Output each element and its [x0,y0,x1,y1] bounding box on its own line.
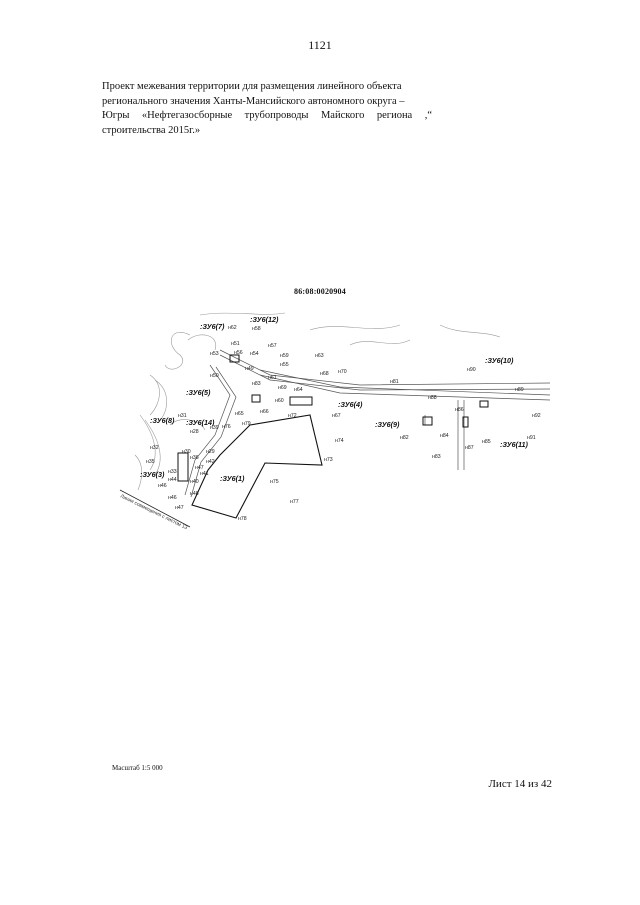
point-label: н82 [400,435,409,441]
point-label: н30 [182,449,191,455]
point-label: н83 [432,454,441,460]
point-label: н77 [290,499,299,505]
point-label: н67 [332,413,341,419]
point-label: н56 [234,350,243,356]
sheet-number: Лист 14 из 42 [488,778,552,790]
title-line-3: Югры «Нефтегазосборные трубопроводы Майс… [102,110,432,121]
point-label: н55 [280,362,289,368]
point-label: н70 [338,369,347,375]
point-label: н79 [242,421,251,427]
point-label: н85 [482,439,491,445]
plot-label: :ЗУ6(9) [375,420,400,429]
point-label: н46 [158,483,167,489]
point-label: н59 [280,353,289,359]
point-label: н81 [390,379,399,385]
document-title: Проект межевания территории для размещен… [102,80,432,138]
point-label: н87 [465,445,474,451]
point-label: н66 [260,409,269,415]
point-label: н39 [210,425,219,431]
point-label: н84 [440,433,449,439]
point-label: н83 [252,381,261,387]
point-label: н90 [467,367,476,373]
point-label: н42 [206,459,215,465]
point-label: н40 [190,479,199,485]
point-label: н78 [238,516,247,522]
point-label: н63 [315,353,324,359]
point-label: н58 [252,326,261,332]
parcel-zu6-1 [191,414,323,519]
point-label: н48 [190,491,199,497]
point-label: н49 [245,366,254,372]
point-label: н73 [324,457,333,463]
plot-label: :ЗУ6(12) [250,315,279,324]
plot-label: :ЗУ6(10) [485,356,514,365]
point-label: н65 [235,411,244,417]
point-label: н60 [275,398,284,404]
plot-label: :ЗУ6(7) [200,322,225,331]
point-label: н47 [195,465,204,471]
plot-label: :ЗУ6(8) [150,416,175,425]
terrain-contours [134,312,501,491]
scale-label: Масштаб 1:5 000 [112,764,163,772]
match-line-label: Линия совмещения с листом 13 [119,493,188,531]
point-label: н35 [146,459,155,465]
cadastral-number: 86:08:0020904 [294,287,346,296]
plot-label: :ЗУ6(11) [500,440,528,449]
point-label: н76 [222,424,231,430]
point-label: н41 [200,471,209,477]
point-label: н31 [178,413,187,419]
title-line-2: регионального значения Ханты-Мансийского… [102,95,405,107]
point-label: н44 [168,477,177,483]
point-label: н61 [268,375,277,381]
point-label: н57 [268,343,277,349]
point-label: н75 [270,479,279,485]
plot-label: :ЗУ6(5) [186,388,211,397]
point-label: н36 [190,455,199,461]
point-label: н69 [278,385,287,391]
corridor-lines [184,349,550,498]
point-label: н91 [527,435,536,441]
point-label: н68 [320,371,329,377]
point-label: н46 [168,495,177,501]
point-label: н47 [175,505,184,511]
plot-label: :ЗУ6(14) [186,418,215,427]
survey-map: Линия совмещения с листом 13 :ЗУ6(7) :ЗУ… [119,312,550,531]
page-number: 1121 [308,38,332,52]
point-label: н50 [210,373,219,379]
point-labels: н62 н58 н51 н57 н53 н56 н54 н59 н55 н49 … [146,325,541,522]
point-label: н28 [190,429,199,435]
point-label: н88 [428,395,437,401]
point-label: н33 [168,469,177,475]
title-line-4: строительства 2015г.» [102,124,201,136]
plot-label: :ЗУ6(4) [338,400,363,409]
point-label: н89 [515,387,524,393]
point-label: н62 [228,325,237,331]
point-label: н32 [150,445,159,451]
plot-labels: :ЗУ6(7) :ЗУ6(12) :ЗУ6(10) :ЗУ6(5) :ЗУ6(4… [140,315,528,483]
point-label: н29 [206,449,215,455]
plot-label: :ЗУ6(3) [140,470,165,479]
point-label: н86 [455,407,464,413]
point-label: н51 [231,341,240,347]
title-line-1: Проект межевания территории для размещен… [102,81,402,92]
plot-label: :ЗУ6(1) [220,474,245,483]
point-label: н53 [210,351,219,357]
point-label: н92 [532,413,541,419]
point-label: н74 [335,438,344,444]
point-label: н64 [294,387,303,393]
plot-markers [177,354,489,482]
point-label: н72 [288,413,297,419]
point-label: н54 [250,351,259,357]
